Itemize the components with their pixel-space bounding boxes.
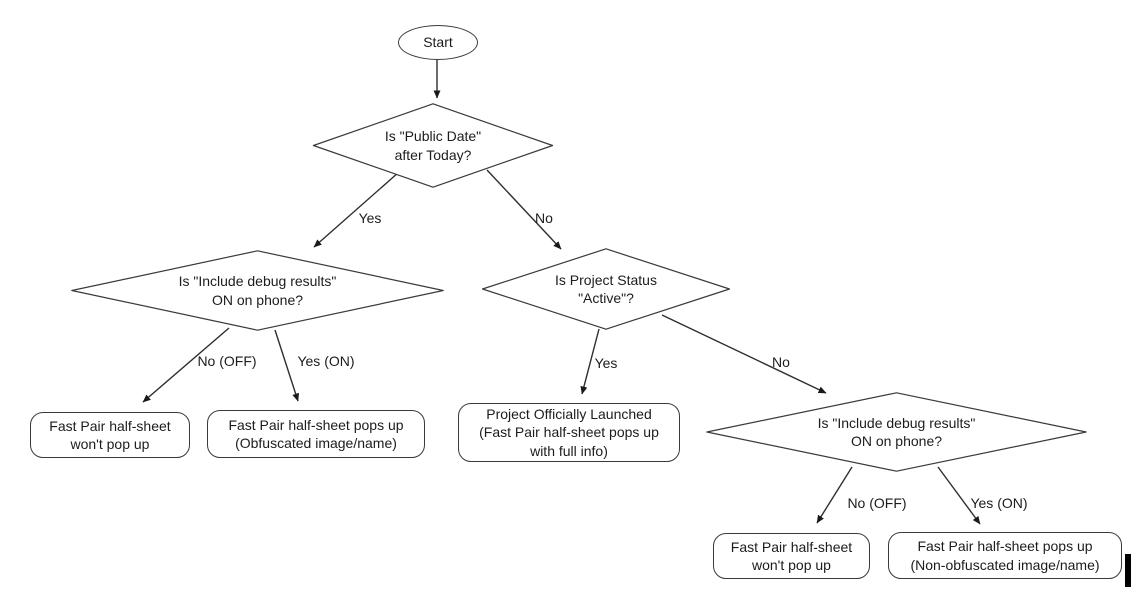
decision-debug-left: Is "Include debug results" ON on phone? — [68, 250, 447, 331]
decision-public-date-label: Is "Public Date" after Today? — [384, 128, 482, 163]
decision-debug-right-label: Is "Include debug results" ON on phone? — [817, 414, 976, 449]
result-obfuscated-label: Fast Pair half-sheet pops up (Obfuscated… — [228, 416, 404, 451]
edge-label-public-yes: Yes — [358, 210, 382, 226]
text-cursor-artifact — [1125, 554, 1131, 587]
decision-debug-right: Is "Include debug results" ON on phone? — [703, 392, 1090, 472]
result-non-obfuscated: Fast Pair half-sheet pops up (Non-obfusc… — [888, 532, 1122, 579]
edge-debug-left-yes — [274, 329, 300, 402]
diamond-shape — [480, 248, 732, 330]
edge-label-public-no: No — [535, 210, 553, 226]
decision-public-date: Is "Public Date" after Today? — [311, 103, 555, 188]
start-node-label: Start — [423, 34, 453, 51]
result-obfuscated: Fast Pair half-sheet pops up (Obfuscated… — [207, 410, 425, 458]
start-node: Start — [398, 25, 478, 60]
diamond-shape — [311, 103, 555, 188]
edge-label-debug-left-yes: Yes (ON) — [297, 353, 355, 369]
edge-label-debug-right-no: No (OFF) — [847, 495, 907, 511]
diamond-shape — [703, 392, 1090, 472]
edge-label-status-no: No — [772, 354, 790, 370]
result-no-popup-right-label: Fast Pair half-sheet won't pop up — [730, 538, 853, 573]
result-no-popup-left-label: Fast Pair half-sheet won't pop up — [49, 417, 171, 452]
result-non-obfuscated-label: Fast Pair half-sheet pops up (Non-obfusc… — [910, 538, 1100, 573]
result-launched-label: Project Officially Launched (Fast Pair h… — [479, 405, 659, 459]
result-no-popup-right: Fast Pair half-sheet won't pop up — [713, 533, 870, 579]
edge-label-status-yes: Yes — [594, 355, 618, 371]
result-launched: Project Officially Launched (Fast Pair h… — [458, 403, 680, 462]
diamond-shape — [68, 250, 447, 331]
decision-project-status-label: Is Project Status "Active"? — [555, 271, 657, 306]
decision-debug-left-label: Is "Include debug results" ON on phone? — [178, 273, 337, 308]
decision-project-status: Is Project Status "Active"? — [480, 248, 732, 330]
edge-label-debug-left-no: No (OFF) — [197, 353, 257, 369]
edge-label-debug-right-yes: Yes (ON) — [970, 495, 1028, 511]
result-no-popup-left: Fast Pair half-sheet won't pop up — [30, 412, 190, 458]
